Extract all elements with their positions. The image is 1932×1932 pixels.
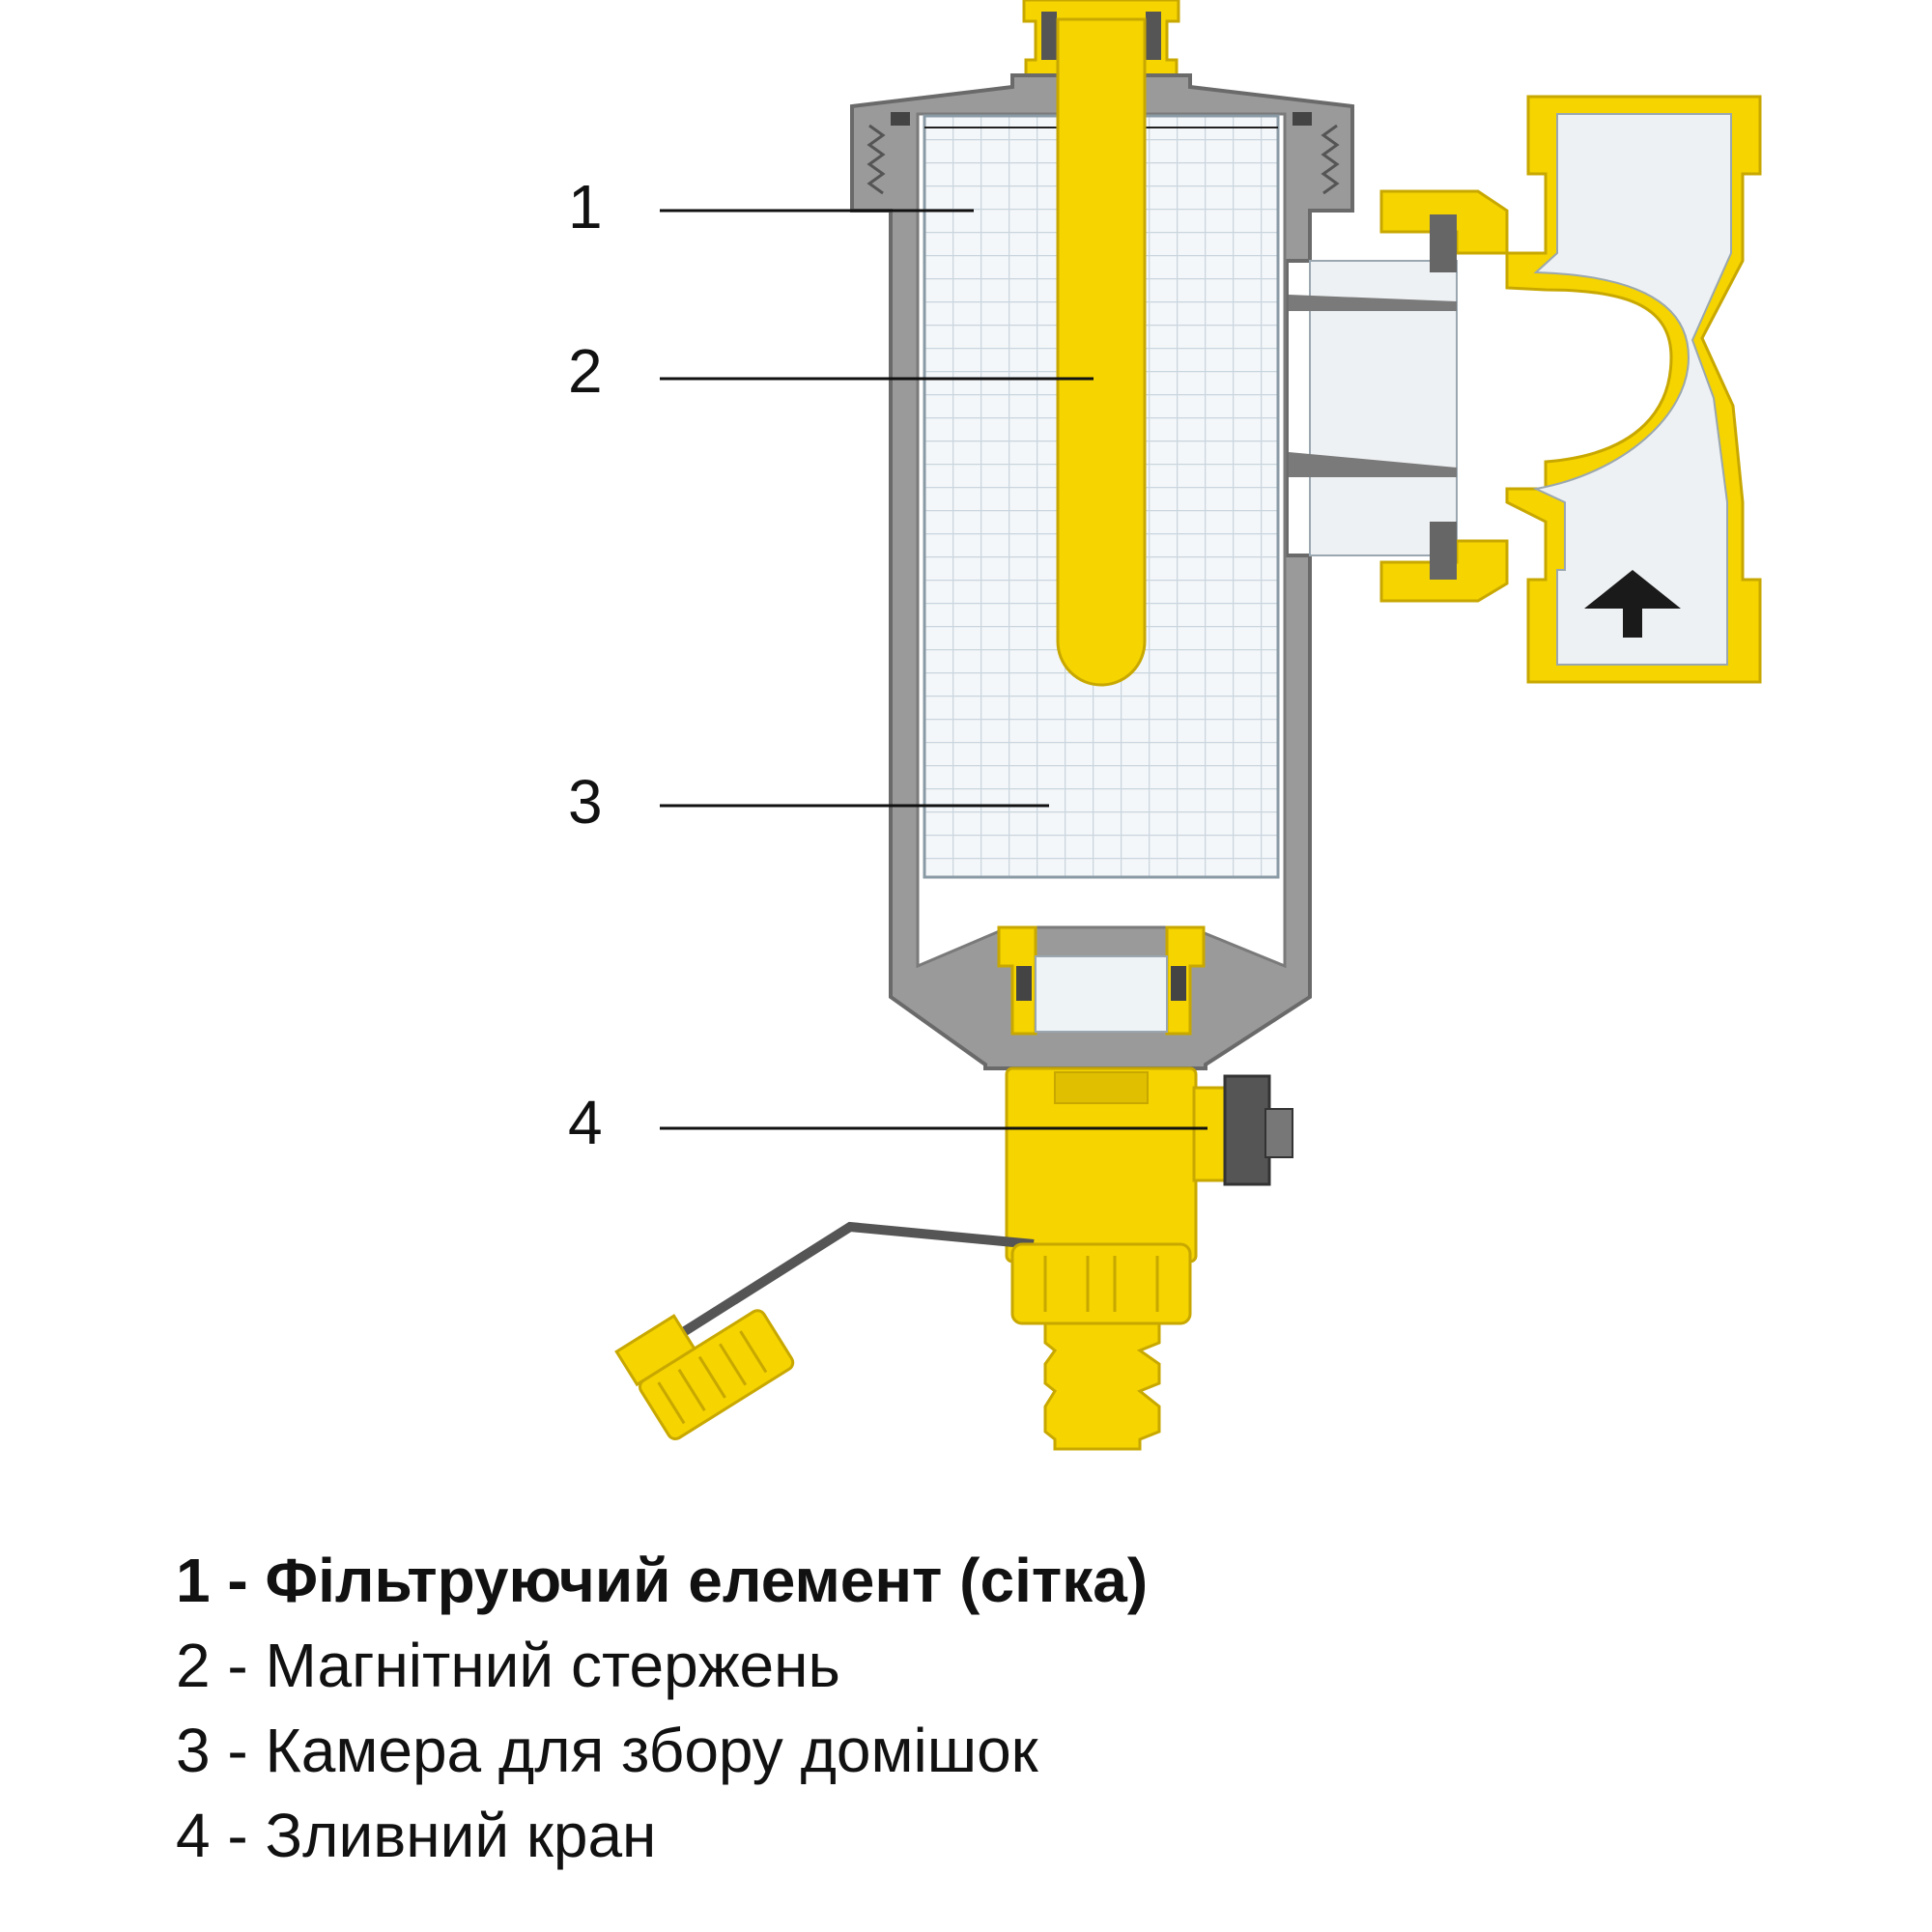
legend-item-2: 2 - Магнітний стержень bbox=[176, 1631, 840, 1700]
callout-2: 2 bbox=[568, 336, 1094, 406]
callout-number: 2 bbox=[568, 336, 603, 406]
up-arrow-icon bbox=[1584, 570, 1681, 638]
magnetic-rod bbox=[1056, 17, 1147, 687]
callout-number: 4 bbox=[568, 1088, 603, 1157]
callout-4: 4 bbox=[568, 1088, 1208, 1157]
inlet-connection bbox=[1289, 189, 1509, 603]
callout-1: 1 bbox=[568, 172, 974, 242]
callout-number: 1 bbox=[568, 172, 603, 242]
bottom-brass-seat bbox=[997, 925, 1206, 1036]
legend-item-1: 1 - Фільтруючий елемент (сітка) bbox=[176, 1546, 1149, 1615]
callout-3: 3 bbox=[568, 767, 1049, 837]
legend: 1 - Фільтруючий елемент (сітка) 2 - Магн… bbox=[176, 1538, 1148, 1878]
legend-item-4: 4 - Зливний кран bbox=[176, 1801, 657, 1870]
magnetic-filter-diagram: 1 2 3 4 bbox=[568, 0, 1762, 1451]
legend-item-3: 3 - Камера для збору домішок bbox=[176, 1716, 1038, 1785]
drain-valve bbox=[614, 1066, 1293, 1451]
brass-elbow bbox=[1505, 95, 1762, 684]
callout-number: 3 bbox=[568, 767, 603, 837]
